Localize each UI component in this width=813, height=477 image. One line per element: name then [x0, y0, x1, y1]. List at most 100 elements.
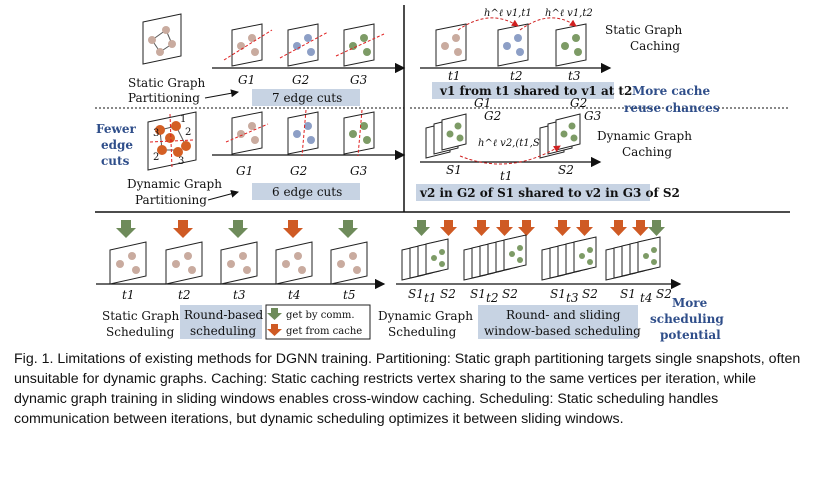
dynamic-caching-label-2: Caching [622, 145, 672, 159]
h-dynamic-label: h^ℓ v2,(t1,S1) [478, 138, 550, 149]
dynamic-g1-snapshot [225, 111, 269, 155]
dynamic-cuts-box [252, 183, 360, 200]
svg-text:S2: S2 [656, 287, 672, 301]
static-cuts-text: 7 edge cuts [272, 91, 342, 105]
dynamic-g2-label: G2 [290, 164, 307, 178]
static-g1-snapshot [223, 23, 273, 67]
sliding-window-label-2: window-based scheduling [484, 324, 641, 338]
static-scheduling-panel: t1 t2 t3 t4 t5 Static Graph Scheduling R… [96, 220, 386, 340]
dynamic-partition-label-1: Dynamic Graph [127, 177, 222, 191]
cache-t3: t3 [568, 69, 581, 83]
dynamic-partition-label-2: Partitioning [135, 193, 207, 207]
svg-text:t1: t1 [424, 291, 436, 305]
dynamic-caching-panel: G1 G2 h^ℓ v2,(t1,S1) G2 G3 Dynamic Graph… [416, 96, 692, 201]
dynamic-partition-arrow [207, 189, 239, 201]
dynamic-caching-box [416, 184, 650, 201]
legend-green-arrow [267, 308, 282, 320]
dynamic-cuts-text: 6 edge cuts [272, 185, 342, 199]
static-g2-label: G2 [292, 73, 309, 87]
window-tick-labels: S1 t1 S2 S1 t2 S2 S1 t3 S2 S1 t4 S2 [408, 287, 672, 305]
static-g3-snapshot [335, 23, 385, 67]
round-based-label-1: Round-based [184, 308, 264, 322]
legend-comm-text: get by comm. [286, 310, 355, 321]
svg-text:S2: S2 [440, 287, 456, 301]
sched-t4: t4 [288, 288, 300, 302]
static-g3-label: G3 [350, 73, 368, 87]
static-caching-panel: h^ℓ v1,t1 h^ℓ v1,t2 Static Graph Caching… [420, 8, 720, 115]
sliding-window-label-1: Round- and sliding [506, 308, 621, 322]
cache-arrow-2 [519, 17, 577, 31]
svg-text:2: 2 [153, 152, 159, 163]
cache-snap-3 [555, 23, 587, 67]
round-based-label-2: scheduling [190, 324, 257, 338]
static-caching-label-1: Static Graph [605, 23, 683, 37]
dyn-sched-stacks [401, 234, 661, 281]
more-sched-label-2: scheduling [650, 312, 724, 326]
round-based-box [180, 305, 262, 339]
window-s1-stack [425, 113, 467, 159]
svg-text:2: 2 [185, 127, 191, 138]
window-t1-label: t1 [500, 169, 512, 183]
static-cuts-box [252, 89, 360, 106]
dyn-sched-arrows [413, 220, 665, 236]
static-sched-label-2: Scheduling [106, 325, 175, 339]
figure-caption: Fig. 1. Limitations of existing methods … [14, 351, 801, 427]
dynamic-caching-box-text: v2 in G2 of S1 shared to v2 in G3 of S2 [419, 186, 680, 200]
svg-text:S1: S1 [470, 287, 486, 301]
window-s2-label: S2 [558, 163, 574, 177]
cache-t1: t1 [448, 69, 460, 83]
dynamic-sched-label-1: Dynamic Graph [378, 309, 473, 323]
fewer-cuts-label-1: Fewer [96, 122, 136, 136]
static-partition-arrow [204, 89, 239, 99]
static-partition-label-2: Partitioning [128, 91, 200, 105]
fewer-cuts-label-2: edge [101, 138, 133, 152]
legend-cache-text: get from cache [286, 326, 362, 337]
svg-text:3: 3 [153, 128, 159, 139]
static-caching-box-text: v1 from t1 shared to v1 at t2 [439, 84, 632, 98]
figure-diagram: Static Graph Partitioning G1 G2 G3 7 edg… [95, 5, 790, 342]
dynamic-partition-panel: Fewer edge cuts 3 2 2 3 1 Dynamic Graph … [96, 109, 406, 207]
svg-text:t3: t3 [566, 291, 579, 305]
legend-orange-arrow [267, 324, 282, 336]
sliding-window-box [478, 305, 638, 339]
sched-t1: t1 [122, 288, 134, 302]
svg-text:S1: S1 [408, 287, 424, 301]
svg-text:S2: S2 [502, 287, 518, 301]
cache-snap-1 [435, 23, 467, 67]
dynamic-g3-label: G3 [350, 164, 368, 178]
window-s1-label: S1 [446, 163, 462, 177]
h-label-2: h^ℓ v1,t2 [545, 8, 593, 19]
dynamic-g2-snapshot [287, 109, 319, 157]
more-reuse-label-2: reuse chances [624, 101, 720, 115]
sched-arrows [116, 220, 358, 238]
more-sched-label-3: potential [660, 328, 721, 342]
dynamic-caching-label-1: Dynamic Graph [597, 129, 692, 143]
dynamic-g3-snapshot [343, 109, 375, 157]
static-sched-label-1: Static Graph [102, 309, 180, 323]
dynamic-partition-snapshot: 3 2 2 3 1 [147, 111, 197, 171]
dynamic-scheduling-panel: S1 t1 S2 S1 t2 S2 S1 t3 S2 S1 t4 S2 Dyna… [378, 220, 724, 342]
dynamic-sched-label-2: Scheduling [388, 325, 457, 339]
sched-t2: t2 [178, 288, 190, 302]
svg-text:S2: S2 [582, 287, 598, 301]
static-caching-box [432, 82, 614, 99]
dyn-g3-label: G3 [584, 109, 602, 123]
static-caching-label-2: Caching [630, 39, 680, 53]
sched-t5: t5 [343, 288, 355, 302]
static-partition-panel: Static Graph Partitioning G1 G2 G3 7 edg… [128, 13, 406, 106]
svg-text:3: 3 [178, 156, 184, 167]
dyn-g2-label: G2 [484, 109, 501, 123]
sched-snapshots [109, 241, 368, 285]
h-label-1: h^ℓ v1,t1 [484, 8, 532, 19]
cache-snap-2 [497, 23, 529, 67]
svg-text:t2: t2 [486, 291, 498, 305]
dynamic-g1-label: G1 [236, 164, 253, 178]
static-g2-snapshot [279, 23, 329, 67]
static-partition-label-1: Static Graph [128, 76, 206, 90]
more-sched-label-1: More [672, 296, 708, 310]
fewer-cuts-label-3: cuts [101, 154, 130, 168]
more-reuse-label-1: More cache [632, 84, 711, 98]
cache-t2: t2 [510, 69, 522, 83]
svg-text:S1: S1 [550, 287, 566, 301]
static-snapshot [142, 13, 182, 65]
